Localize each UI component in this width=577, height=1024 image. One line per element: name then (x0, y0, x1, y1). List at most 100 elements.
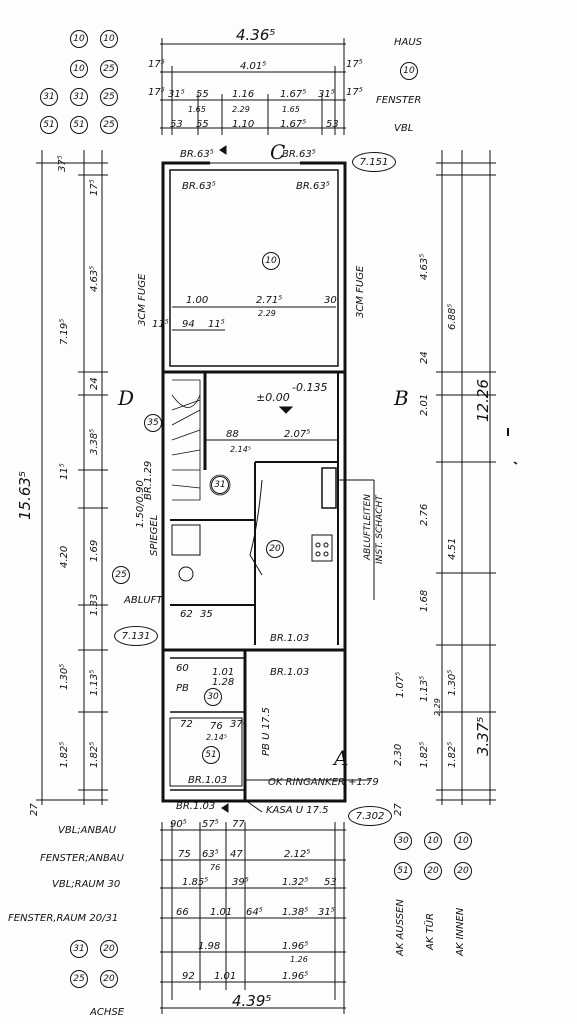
level-label: ±0.00 (256, 391, 290, 404)
dim-text: 1.28 (212, 677, 235, 688)
circle-marker: 10 (70, 60, 88, 78)
row-label-fenster-anbau: FENSTER;ANBAU (40, 853, 124, 864)
dim-text: 55 (196, 119, 209, 130)
circle-marker: 10 (70, 30, 88, 48)
dim-text: 1.01 (214, 971, 237, 982)
dim-text: 53 (326, 119, 339, 130)
dim-achse-total: 4.39⁵ (232, 992, 272, 1010)
dim-text: 53 (170, 119, 183, 130)
circle-marker: 10 (100, 30, 118, 48)
circle-marker: 25 (100, 116, 118, 134)
dim-text: 17⁵ (346, 87, 363, 98)
dim-text: 37⁵ (57, 155, 68, 172)
dim-text: 17⁵ (148, 87, 165, 98)
dim-text: 88 (226, 429, 239, 440)
dim-text: 1.69 (89, 539, 100, 562)
axis-label-c: C (270, 140, 286, 164)
level-oval: 7.151 (352, 152, 396, 172)
dim-text: 3.38⁵ (89, 428, 100, 455)
dim-text: 2.29 (232, 105, 250, 114)
dim-text: 66 (176, 907, 189, 918)
br-label: BR.1.03 (188, 775, 228, 786)
dim-text: 2.07⁵ (284, 429, 311, 440)
shaft-label: INST. SCHACHT (375, 495, 385, 564)
axis-label-d: D (118, 386, 135, 410)
pb-label: PB U 17.5 (261, 707, 272, 756)
joint-label: 3CM FUGE (137, 273, 148, 326)
br-label: BR.63⁵ (180, 149, 214, 160)
br-label: BR.63⁵ (182, 181, 216, 192)
dim-text: 4.63⁵ (419, 253, 430, 280)
dim-text: 1.30⁵ (447, 669, 458, 696)
circle-marker: 31 (70, 940, 88, 958)
dim-text: 1.68 (419, 589, 430, 612)
dim-text: 17⁵ (148, 59, 165, 70)
room-number: 35 (144, 414, 162, 432)
dim-text: 1.32⁵ (282, 877, 309, 888)
dim-text: 1.98 (198, 941, 221, 952)
dim-text: 4.51 (447, 537, 458, 560)
dim-text: 1.38⁵ (282, 907, 309, 918)
row-label-achse: ACHSE (90, 1007, 125, 1018)
kasa-label: KASA U 17.5 (266, 805, 329, 816)
circle-marker: 30 (394, 832, 412, 850)
axis-label-b: B (394, 386, 409, 410)
dim-text: 94 (182, 319, 195, 330)
dim-text: 1.67⁵ (280, 89, 307, 100)
dim-text: 35 (200, 609, 213, 620)
dim-text: 11⁵ (208, 319, 225, 330)
axis-label-a: A (334, 746, 349, 770)
room-number: 31 (211, 476, 229, 494)
ak-label-innen: AK INNEN (455, 907, 466, 956)
dim-text: 2.29 (433, 698, 442, 716)
dim-text: 55 (196, 89, 209, 100)
room-number: 30 (204, 688, 222, 706)
dim-left-ticks (36, 162, 108, 801)
dim-text: 1.13⁵ (89, 669, 100, 696)
dim-text: 1.26 (290, 955, 308, 964)
dim-text: 57⁵ (202, 819, 219, 830)
dim-text: 1.82⁵ (419, 741, 430, 768)
dim-text: 1.01 (212, 667, 235, 678)
dim-text: 64⁵ (246, 907, 263, 918)
dim-text: 2.29 (258, 309, 276, 318)
dim-ticks-top (161, 38, 345, 135)
dim-text: 37⁵ (230, 719, 247, 730)
circle-marker: 51 (40, 116, 58, 134)
dim-text: 75 (178, 849, 191, 860)
dim-text: 1.30⁵ (59, 663, 70, 690)
dim-text: 2.14⁵ (206, 733, 228, 742)
circle-marker: 31 (40, 88, 58, 106)
dim-text: 60 (176, 663, 189, 674)
circle-marker: 20 (454, 862, 472, 880)
dim-text: 7.19⁵ (59, 318, 70, 345)
dim-text: 2.76 (419, 503, 430, 526)
br-label: BR.1.03 (270, 633, 310, 644)
level-oval: 7.302 (348, 806, 392, 826)
dim-text: 1.82⁵ (89, 741, 100, 768)
circle-marker: 51 (70, 116, 88, 134)
ak-label-tuer: AK TÜR (425, 913, 436, 950)
dim-text: 31⁵ (168, 89, 185, 100)
mirror-label: SPIEGEL (149, 514, 160, 556)
br-label: BR.63⁵ (282, 149, 316, 160)
dim-text: 1.00 (186, 295, 209, 306)
dim-text: 92 (182, 971, 195, 982)
dim-text: 1.01 (210, 907, 233, 918)
circle-marker: 10 (454, 832, 472, 850)
vent-label: ABLUFT (124, 595, 163, 606)
dim-text: 1.67⁵ (280, 119, 307, 130)
row-label-fenster-raum: FENSTER,RAUM 20/31 (8, 913, 119, 924)
shaft-label: ABLUFTLEITEN (363, 494, 373, 560)
br-label: BR.1.03 (270, 667, 310, 678)
circle-marker: 25 (100, 88, 118, 106)
dim-text: 90⁵ (170, 819, 187, 830)
row-label-vbl-raum: VBL;RAUM 30 (52, 879, 121, 890)
circle-marker: 31 (70, 88, 88, 106)
dim-text: 31⁵ (318, 907, 335, 918)
dim-text: 1.82⁵ (447, 741, 458, 768)
dim-text: 53 (324, 877, 337, 888)
dim-text: 11⁵ (152, 319, 169, 330)
row-label-vbl-anbau: VBL;ANBAU (58, 825, 116, 836)
